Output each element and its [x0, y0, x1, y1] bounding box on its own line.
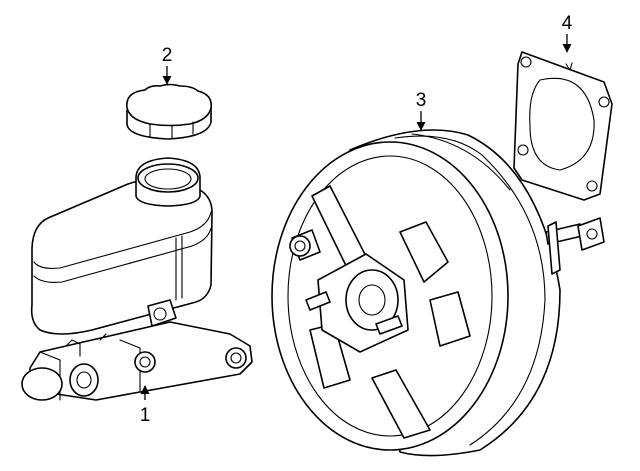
callout-4: 4: [562, 13, 573, 53]
callout-2: 2: [162, 45, 173, 85]
booster-gasket: [513, 51, 613, 201]
brake-booster: [271, 129, 605, 457]
master-cylinder: [21, 157, 253, 401]
callout-1-label: 1: [140, 405, 151, 426]
callout-4-label: 4: [562, 13, 573, 34]
callout-3: 3: [416, 90, 427, 131]
callout-3-label: 3: [416, 90, 427, 111]
reservoir-cap: [126, 83, 213, 140]
callout-2-label: 2: [162, 45, 173, 66]
callout-1: 1: [140, 385, 151, 426]
